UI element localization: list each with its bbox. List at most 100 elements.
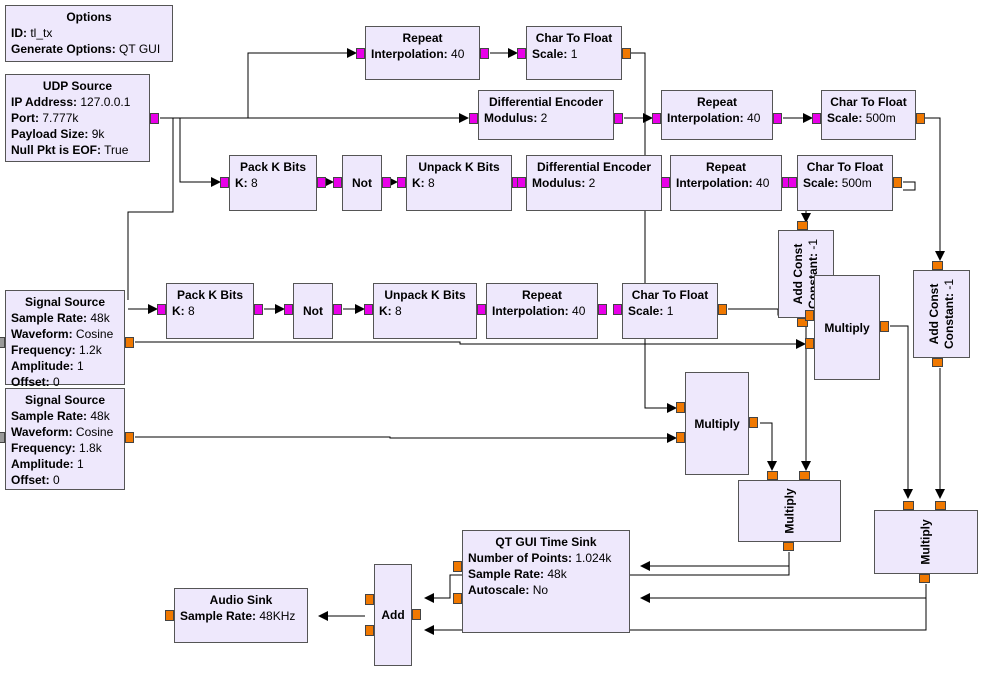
output-port[interactable] (382, 177, 391, 188)
block-title: Differential Encoder (488, 95, 604, 109)
output-port[interactable] (125, 432, 134, 443)
param-key: K: (379, 304, 392, 318)
block-multiply1[interactable]: Multiply (814, 275, 880, 380)
block-multiply4[interactable]: Multiply (874, 510, 978, 574)
input-port[interactable] (652, 113, 661, 124)
output-port[interactable] (880, 321, 889, 332)
output-port[interactable] (916, 113, 925, 124)
output-port[interactable] (797, 318, 808, 327)
input-port[interactable] (365, 594, 374, 605)
param-value: tl_tx (30, 26, 53, 40)
output-port[interactable] (773, 113, 782, 124)
block-add[interactable]: Add (374, 564, 412, 666)
output-port[interactable] (932, 358, 943, 367)
input-port[interactable] (797, 221, 808, 230)
output-port[interactable] (480, 48, 489, 59)
input-port[interactable] (903, 501, 914, 510)
block-param: Sample Rate: 48KHz (180, 608, 302, 624)
output-port[interactable] (893, 177, 902, 188)
input-port[interactable] (517, 177, 526, 188)
input-port[interactable] (799, 471, 810, 480)
block-not1[interactable]: Not (342, 155, 382, 211)
input-port[interactable] (469, 113, 478, 124)
output-port[interactable] (749, 417, 758, 428)
block-title: Add Const (791, 243, 805, 305)
output-port[interactable] (254, 304, 263, 315)
output-port[interactable] (718, 304, 727, 315)
input-port[interactable] (477, 304, 486, 315)
param-key: K: (412, 176, 425, 190)
input-port[interactable] (0, 432, 5, 443)
block-title: Multiply (782, 488, 796, 534)
input-port[interactable] (284, 304, 293, 315)
input-port[interactable] (364, 304, 373, 315)
param-value: 1 (77, 359, 84, 373)
output-port[interactable] (598, 304, 607, 315)
param-key: Amplitude: (11, 457, 74, 471)
param-value: Cosine (75, 425, 114, 439)
block-param: Sample Rate: 48k (11, 408, 119, 424)
param-value: 8 (395, 304, 402, 318)
block-param: Waveform: Cosine (11, 424, 119, 440)
input-port[interactable] (661, 177, 670, 188)
input-port[interactable] (220, 177, 229, 188)
block-multiply3[interactable]: Multiply (738, 480, 841, 542)
block-title: Char To Float (830, 95, 907, 109)
block-title: Repeat (696, 95, 737, 109)
input-port[interactable] (613, 304, 622, 315)
input-port[interactable] (676, 402, 685, 413)
output-port[interactable] (614, 113, 623, 124)
output-port[interactable] (333, 304, 342, 315)
block-multiply2[interactable]: Multiply (685, 372, 749, 475)
input-port[interactable] (805, 310, 814, 321)
output-port[interactable] (125, 337, 134, 348)
input-port[interactable] (165, 610, 174, 621)
input-port[interactable] (932, 261, 943, 270)
input-port[interactable] (517, 48, 526, 59)
block-not2[interactable]: Not (293, 283, 333, 339)
input-port[interactable] (812, 113, 821, 124)
input-port[interactable] (805, 338, 814, 349)
output-port[interactable] (412, 609, 421, 620)
param-value: 40 (572, 304, 586, 318)
input-port[interactable] (0, 337, 5, 348)
input-port[interactable] (365, 625, 374, 636)
output-port[interactable] (622, 48, 631, 59)
input-port[interactable] (453, 561, 462, 572)
output-port[interactable] (919, 574, 930, 583)
output-port[interactable] (150, 113, 159, 124)
input-port[interactable] (356, 48, 365, 59)
output-port[interactable] (783, 542, 794, 551)
block-title: Multiply (824, 320, 870, 335)
input-port[interactable] (935, 501, 946, 510)
input-port[interactable] (157, 304, 166, 315)
output-port[interactable] (317, 177, 326, 188)
input-port[interactable] (397, 177, 406, 188)
input-port[interactable] (453, 593, 462, 604)
input-port[interactable] (788, 177, 797, 188)
input-port[interactable] (333, 177, 342, 188)
input-port[interactable] (767, 471, 778, 480)
input-port[interactable] (676, 432, 685, 443)
